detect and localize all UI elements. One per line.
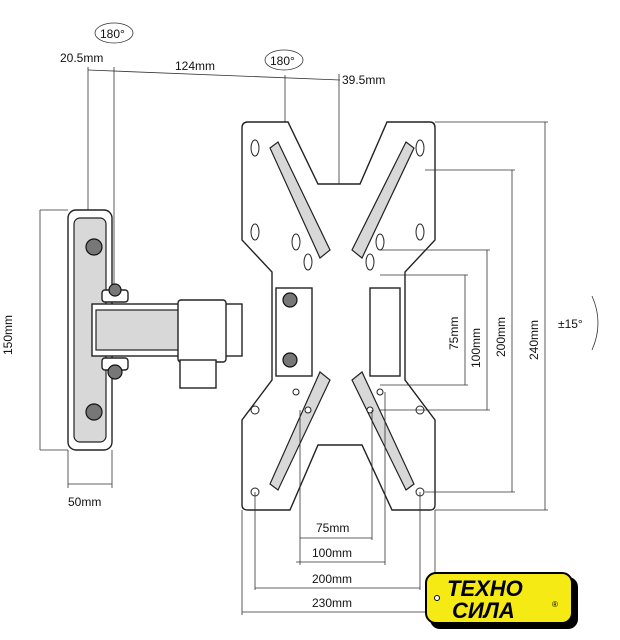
tilt-label: ±15°: [558, 317, 583, 331]
bolt-icon: [107, 364, 123, 380]
vesa-v-100-label: 100mm: [469, 328, 483, 368]
wall-plate-height-label: 150mm: [1, 315, 15, 355]
logo-mark: ®: [552, 600, 558, 609]
rotation-plate-label: 180°: [270, 54, 295, 68]
plate-height-label: 240mm: [527, 320, 541, 360]
offset-right-label: 39.5mm: [342, 73, 385, 87]
bolt-icon: [282, 352, 298, 368]
wall-plate-width-label: 50mm: [68, 495, 101, 509]
bolt-icon: [282, 292, 298, 308]
wall-plate: 150mm 50mm: [1, 209, 113, 509]
top-dimension: 20.5mm 124mm 39.5mm 180° 180°: [60, 22, 385, 292]
bolt-icon: [108, 283, 122, 297]
vesa-plate: [241, 121, 436, 511]
vesa-h-100-label: 100mm: [312, 546, 352, 560]
arm-length-label: 124mm: [175, 59, 215, 73]
rotation-arm-label: 180°: [100, 27, 125, 41]
plate-width-label: 230mm: [312, 596, 352, 610]
bottom-dimensions: 75mm 100mm 200mm 230mm: [241, 392, 436, 615]
rotation-arrow-icon: [94, 22, 134, 44]
rotation-arrow-icon: [264, 49, 304, 71]
offset-left-label: 20.5mm: [60, 51, 103, 65]
vesa-v-200-label: 200mm: [494, 317, 508, 357]
vesa-h-200-label: 200mm: [312, 572, 352, 586]
logo-line2: СИЛА: [452, 598, 515, 623]
logo-line1: ТЕХНО: [447, 576, 523, 601]
right-dimensions: 75mm 100mm 200mm 240mm ±15°: [380, 121, 599, 511]
bolt-icon: [85, 238, 103, 256]
vesa-h-75-label: 75mm: [316, 521, 349, 535]
bolt-icon: [85, 403, 103, 421]
brand-logo: ТЕХНО СИЛА ®: [425, 572, 578, 629]
tilt-arrow-icon: [591, 295, 599, 351]
swivel-arm: [91, 283, 243, 389]
vesa-v-75-label: 75mm: [447, 317, 461, 350]
